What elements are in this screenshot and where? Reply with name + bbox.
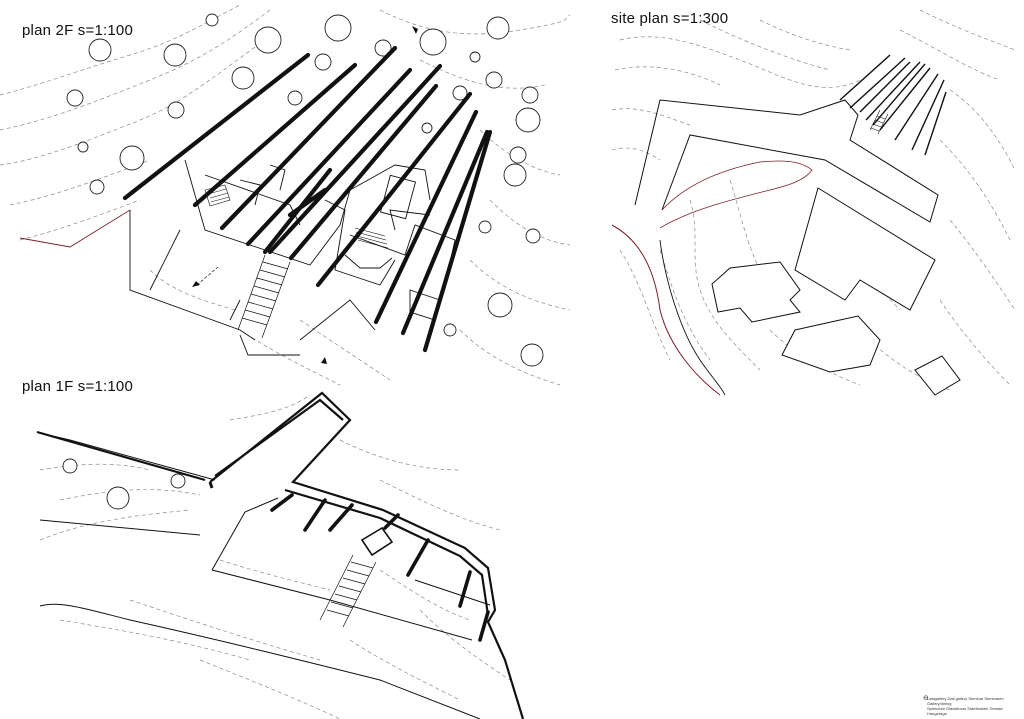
- plan-1f-title: plan 1F s=1:100: [22, 378, 133, 395]
- drawing-legend: ⊖ Lastgallery Dali gallery Seminar Semin…: [923, 695, 1019, 716]
- site-plan-inner-boundary: [659, 160, 813, 229]
- plan-2f-trees: [66, 13, 544, 367]
- legend-line-1: Lastgallery Dali gallery Seminar Seminar…: [927, 696, 1004, 706]
- plan-2f-building: [184, 159, 456, 321]
- plan-2f-beams: [122, 45, 493, 353]
- plan-2f-title: plan 2F s=1:100: [22, 22, 133, 39]
- plan-2f-boundary: [19, 209, 131, 248]
- plan-1f-walls: [36, 391, 525, 719]
- plan-2f-stair: [237, 254, 291, 339]
- plan-2f-section-marks: [192, 26, 418, 364]
- plan-2f-drawing: [0, 4, 571, 386]
- plan-1f-terrain: [39, 432, 491, 719]
- site-plan-drawing: [611, 9, 1016, 396]
- legend-symbol-icon: ⊖: [923, 695, 929, 702]
- plan-2f-outline: [129, 210, 376, 356]
- plan-1f-beams: [270, 493, 490, 642]
- plan-2f-contours: [0, 4, 571, 386]
- plan-1f-core: [360, 526, 394, 557]
- legend-line-2: Splendum Glassfloors Stairflanken Terras…: [927, 706, 1003, 716]
- plan-1f-drawing: [36, 391, 525, 719]
- site-plan-boundary: [611, 224, 721, 396]
- site-plan-stair: [869, 109, 889, 135]
- plan-1f-stair: [319, 554, 377, 628]
- plan-1f-contours: [39, 394, 511, 719]
- plan-1f-trees: [62, 458, 186, 510]
- site-plan-buildings: [711, 187, 961, 396]
- site-plan-road: [634, 99, 939, 223]
- site-plan-title: site plan s=1:300: [611, 10, 729, 27]
- site-plan-beams: [839, 54, 947, 156]
